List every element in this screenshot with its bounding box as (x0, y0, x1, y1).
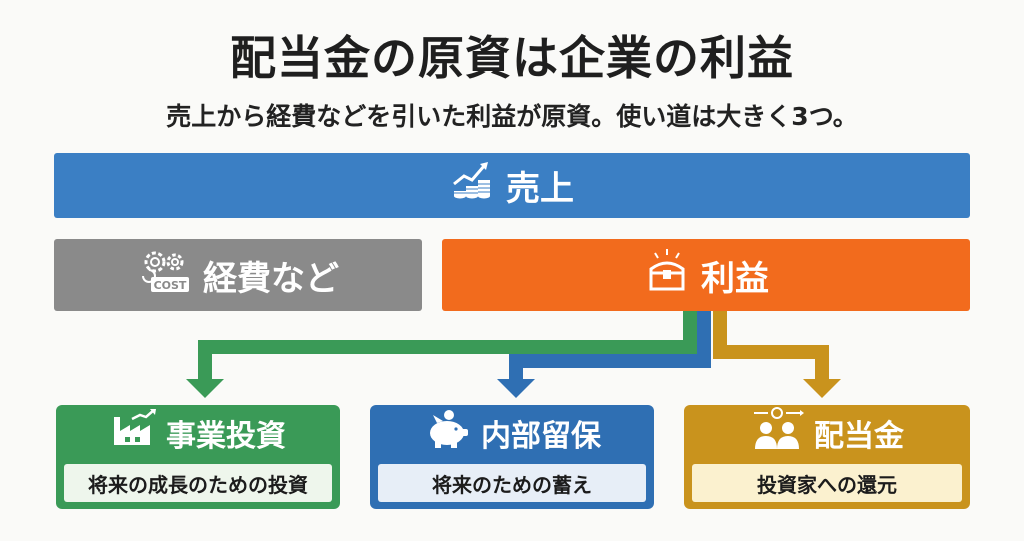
dividend-arrow-head (803, 379, 841, 398)
card-title: 内部留保 (481, 418, 601, 454)
invest-arrow-head (186, 379, 224, 398)
profit-bar: 利益 (442, 239, 970, 311)
sales-label: 売上 (506, 169, 574, 209)
page-title: 配当金の原資は企業の利益 (230, 31, 794, 85)
use-card-retained-earnings: 内部留保 将来のための蓄え (370, 405, 654, 509)
cost-tag-text: COST (154, 279, 187, 292)
card-header: 内部留保 (370, 405, 654, 460)
card-header: 事業投資 (56, 405, 340, 460)
retain-flow-arrow (509, 311, 711, 380)
investors-dividend-icon (750, 406, 804, 459)
invest-flow-arrow (198, 311, 697, 380)
dividend-flow-arrow (713, 311, 829, 380)
chart-coins-icon (450, 158, 496, 213)
card-description: 将来の成長のための投資 (64, 464, 332, 502)
card-title: 配当金 (814, 418, 904, 454)
cost-label: 経費など (203, 258, 339, 299)
factory-growth-icon (110, 408, 156, 457)
card-title: 事業投資 (166, 418, 286, 454)
card-header: 配当金 (684, 405, 970, 460)
card-description: 投資家への還元 (692, 464, 962, 502)
profit-label: 利益 (701, 258, 769, 299)
piggy-bank-icon (423, 409, 471, 457)
sales-bar: 売上 (54, 153, 970, 218)
retain-arrow-head (497, 379, 535, 398)
treasure-chest-icon (643, 247, 691, 304)
card-description: 将来のための蓄え (378, 464, 646, 502)
page-subtitle: 売上から経費などを引いた利益が原資。使い道は大きく3つ。 (166, 102, 858, 131)
gears-cost-icon: COST (137, 246, 193, 305)
use-card-dividend: 配当金 投資家への還元 (684, 405, 970, 509)
cost-bar: COST 経費など (54, 239, 422, 311)
use-card-business-investment: 事業投資 将来の成長のための投資 (56, 405, 340, 509)
